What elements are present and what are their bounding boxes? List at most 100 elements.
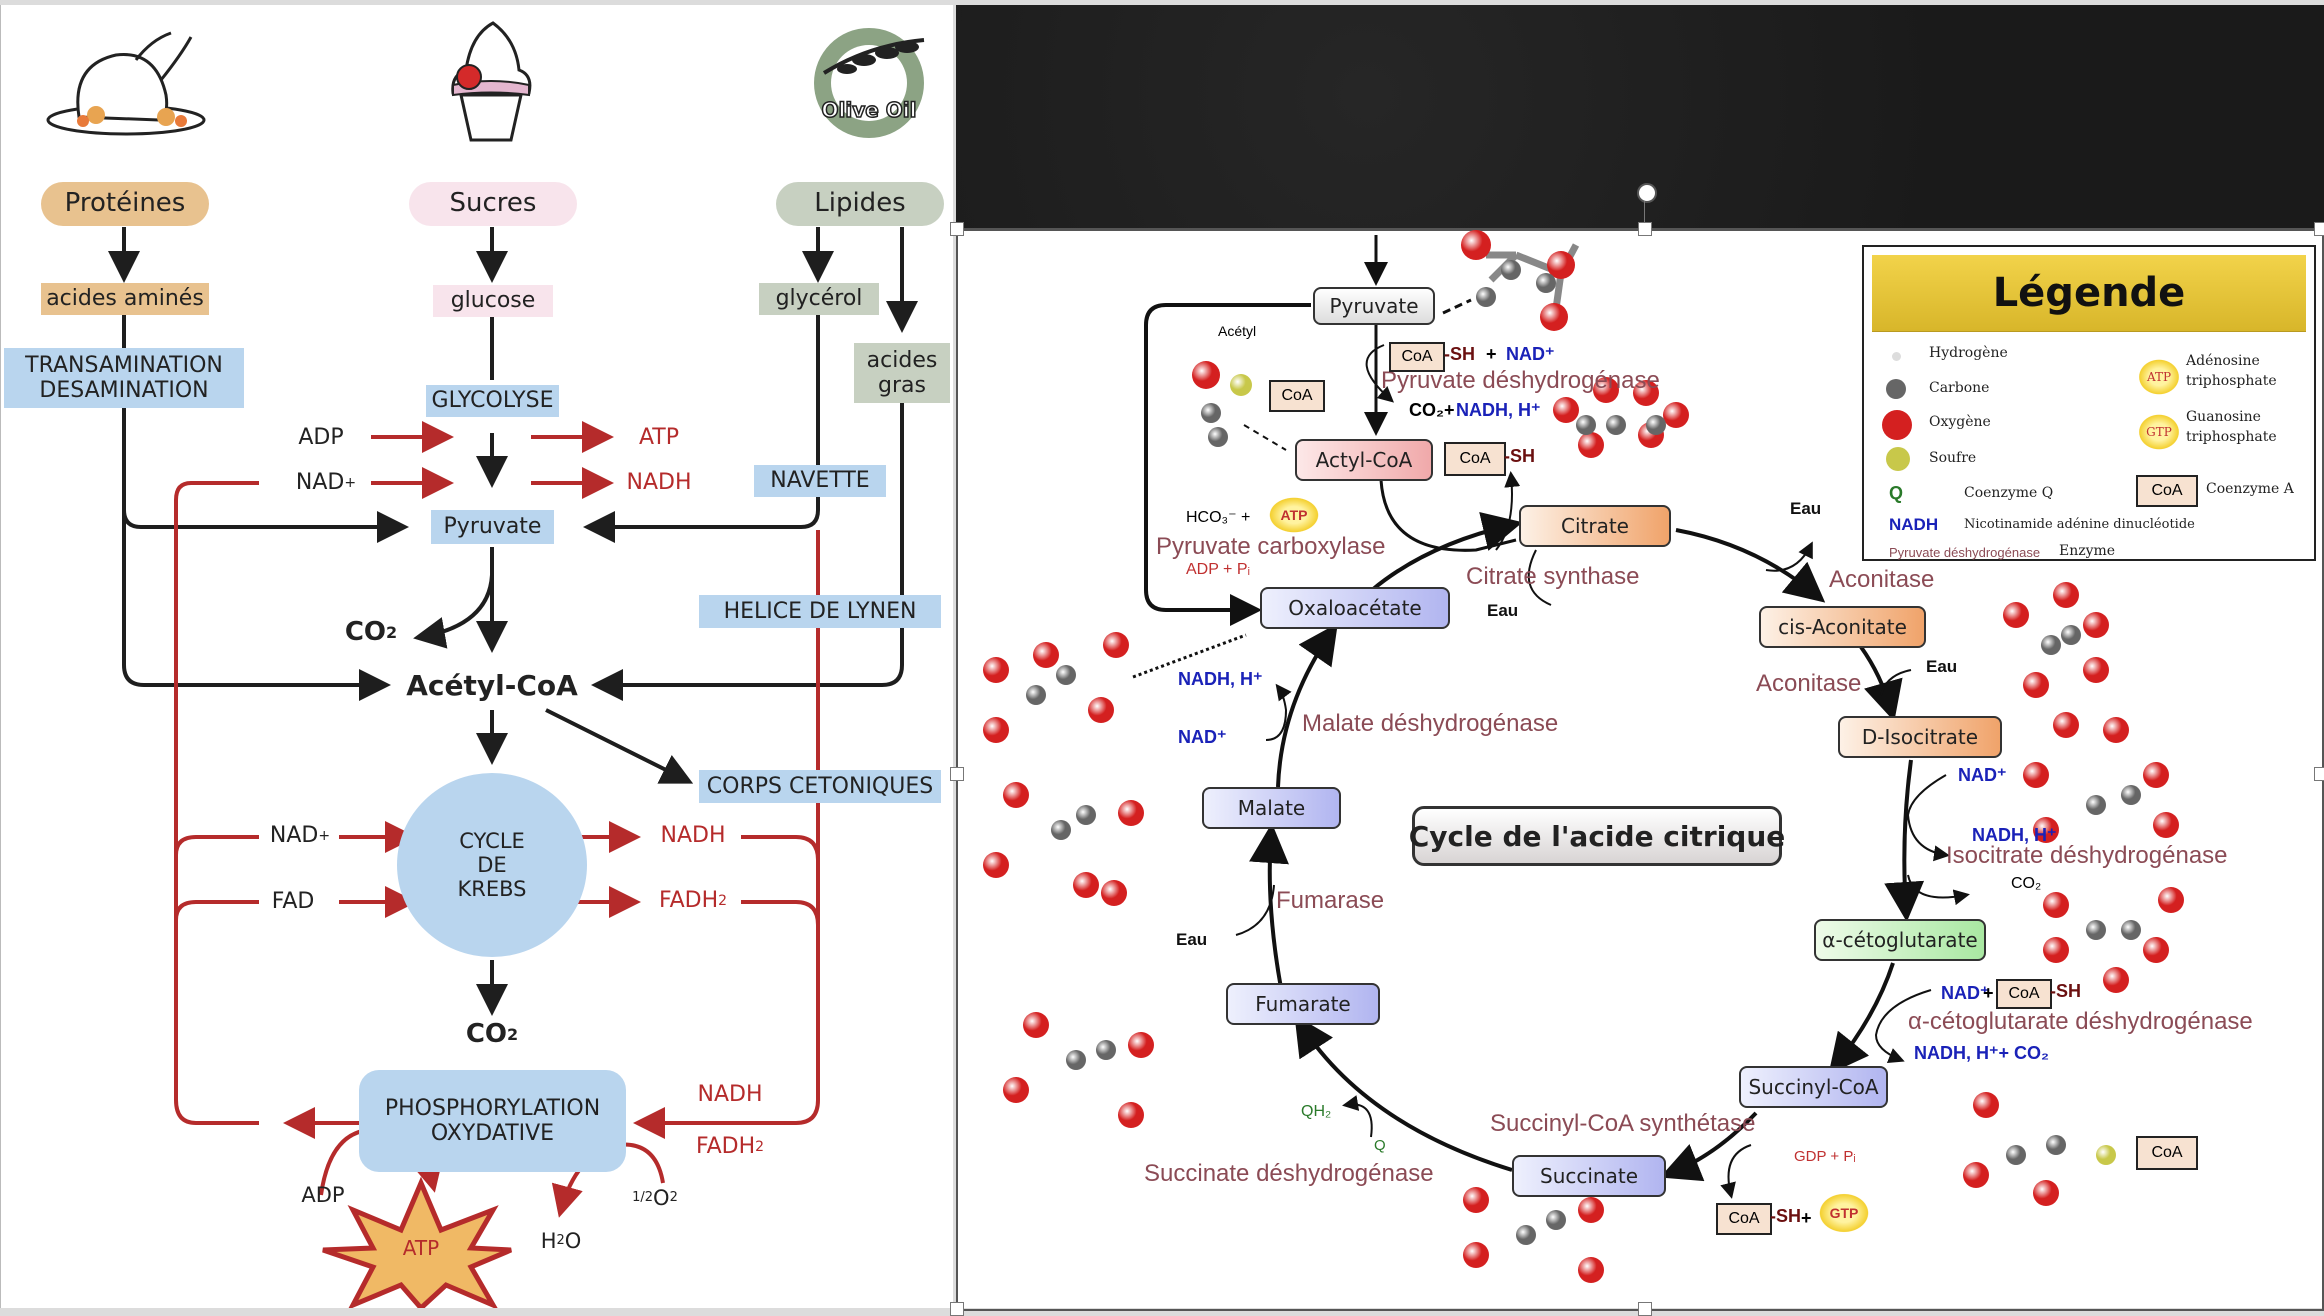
gtp-legend-icon: GTP bbox=[2136, 412, 2182, 452]
arrow-aa-to-acetylcoa bbox=[122, 405, 391, 701]
coa-box-acetyl: CoA bbox=[1269, 380, 1325, 412]
oxygen-atom-icon bbox=[2103, 967, 2129, 993]
coa-box-succinyl: CoA bbox=[2136, 1136, 2198, 1170]
cupcake-icon bbox=[431, 15, 551, 145]
carbon-atom-icon bbox=[1201, 403, 1221, 423]
resize-handle-t[interactable] bbox=[1638, 222, 1652, 236]
pyruvate-box: Pyruvate bbox=[431, 510, 554, 544]
sh-4: -SH bbox=[1770, 1206, 1801, 1226]
sulfur-atom-icon bbox=[2096, 1145, 2116, 1165]
hydrogen-atom-icon bbox=[1892, 352, 1901, 361]
oxygen-atom-icon bbox=[1463, 1242, 1489, 1268]
nad-mdh: NAD⁺ bbox=[1178, 727, 1227, 747]
navette-box: NAVETTE bbox=[754, 465, 886, 497]
metabolite-acetyl-coa: Actyl-CoA bbox=[1295, 439, 1433, 481]
oxygen-atom-icon bbox=[2053, 712, 2079, 738]
glycerol-box: glycérol bbox=[759, 283, 879, 315]
oxygen-atom-icon bbox=[1003, 782, 1029, 808]
resize-handle-tr[interactable] bbox=[2314, 222, 2324, 236]
carbon-atom-icon bbox=[1056, 665, 1076, 685]
oxygen-atom-icon bbox=[1578, 1197, 1604, 1223]
oxygen-atom-icon bbox=[2043, 937, 2069, 963]
oxygen-atom-icon bbox=[2083, 657, 2109, 683]
atp-star-icon: ATP bbox=[1266, 495, 1322, 535]
resize-handle-r[interactable] bbox=[2314, 767, 2324, 781]
roast-chicken-icon bbox=[41, 25, 211, 145]
carbon-atom-icon bbox=[1576, 415, 1596, 435]
eau-citrate-synthase: Eau bbox=[1487, 601, 1519, 620]
metabolite-pyruvate: Pyruvate bbox=[1313, 287, 1435, 325]
helice-de-lynen-box: HELICE DE LYNEN bbox=[699, 595, 941, 628]
oxygen-atom-icon bbox=[1963, 1162, 1989, 1188]
oxygen-atom-icon bbox=[1033, 642, 1059, 668]
oxygen-atom-icon bbox=[1461, 230, 1491, 260]
svg-text:Olive Oil: Olive Oil bbox=[822, 98, 917, 122]
rotate-handle[interactable] bbox=[1637, 183, 1657, 203]
enzyme-malate-dehydrogenase: Malate déshydrogénase bbox=[1302, 710, 1559, 737]
source-proteines: Protéines bbox=[41, 182, 209, 226]
oxygen-atom-icon bbox=[1882, 410, 1912, 440]
coa-box-1: CoA bbox=[1389, 342, 1445, 372]
carbon-atom-icon bbox=[2121, 920, 2141, 940]
qh2: QH₂ bbox=[1301, 1103, 1332, 1120]
oxygen-atom-icon bbox=[1118, 800, 1144, 826]
source-lipides: Lipides bbox=[776, 182, 944, 226]
oxygen-atom-icon bbox=[983, 852, 1009, 878]
nadh-pdh: NADH, H⁺ bbox=[1456, 400, 1541, 420]
oxygen-atom-icon bbox=[1128, 1032, 1154, 1058]
krebs-fad: FAD bbox=[271, 889, 315, 915]
sulfur-atom-icon bbox=[1886, 447, 1910, 471]
carbon-atom-icon bbox=[1208, 427, 1228, 447]
oxygen-atom-icon bbox=[1003, 1077, 1029, 1103]
oxygen-atom-icon bbox=[1973, 1092, 1999, 1118]
oxygen-atom-icon bbox=[1663, 402, 1689, 428]
oxygen-atom-icon bbox=[1553, 397, 1579, 423]
carbon-atom-icon bbox=[2046, 1135, 2066, 1155]
phospho-adp: ADP bbox=[301, 1182, 345, 1207]
co2-idh: CO₂ bbox=[2011, 875, 2042, 892]
oxygen-atom-icon bbox=[1103, 632, 1129, 658]
metabolite-oxaloacetate: Oxaloacétate bbox=[1260, 587, 1450, 629]
source-sucres: Sucres bbox=[409, 182, 577, 226]
glycolyse-nad: NAD+ bbox=[295, 470, 357, 496]
oxygen-atom-icon bbox=[1073, 872, 1099, 898]
citric-acid-cycle-image[interactable]: Pyruvate Actyl-CoA Citrate cis-Aconitate… bbox=[950, 5, 2324, 1316]
metabolite-cis-aconitate: cis-Aconitate bbox=[1759, 606, 1926, 648]
sulfur-atom-icon bbox=[1230, 374, 1252, 396]
oxygen-atom-icon bbox=[1578, 432, 1604, 458]
arrow-acetylcoa-to-corps bbox=[545, 708, 694, 784]
oxygen-atom-icon bbox=[1463, 1187, 1489, 1213]
legend-box: Légende Hydrogène Carbone Oxygène Soufre… bbox=[1862, 245, 2316, 561]
enzyme-aconitase-2: Aconitase bbox=[1756, 670, 1862, 697]
resize-handle-tl[interactable] bbox=[950, 222, 964, 236]
krebs-cycle-circle bbox=[397, 773, 587, 957]
carbon-atom-icon bbox=[1066, 1050, 1086, 1070]
atp-legend-icon: ATP bbox=[2136, 357, 2182, 397]
oxygen-atom-icon bbox=[2033, 817, 2059, 843]
glycolyse-box: GLYCOLYSE bbox=[426, 385, 559, 417]
corps-cetoniques-box: CORPS CETONIQUES bbox=[699, 770, 941, 803]
carbon-atom-icon bbox=[1051, 820, 1071, 840]
oxygen-atom-icon bbox=[2023, 672, 2049, 698]
carbon-atom-icon bbox=[1536, 273, 1556, 293]
coa-box-2: CoA bbox=[1444, 442, 1506, 476]
acides-gras-box: acides gras bbox=[854, 343, 950, 403]
oxygen-atom-icon bbox=[2143, 762, 2169, 788]
krebs-cycle-label: CYCLE DE KREBS bbox=[457, 828, 527, 902]
oxygen-atom-icon bbox=[983, 717, 1009, 743]
carbon-atom-icon bbox=[1096, 1040, 1116, 1060]
oxygen-atom-icon bbox=[2153, 812, 2179, 838]
oxygen-atom-icon bbox=[1633, 380, 1659, 406]
enzyme-succinyl-coa-synthetase: Succinyl-CoA synthétase bbox=[1490, 1110, 1756, 1137]
carbon-atom-icon bbox=[1606, 415, 1626, 435]
enzyme-pyruvate-carboxylase: Pyruvate carboxylase bbox=[1156, 533, 1386, 560]
olive-oil-icon: Olive Oil bbox=[809, 25, 939, 145]
resize-handle-l[interactable] bbox=[950, 767, 964, 781]
carbon-atom-icon bbox=[2121, 785, 2141, 805]
carbon-atom-icon bbox=[2061, 625, 2081, 645]
enzyme-fumarase: Fumarase bbox=[1276, 887, 1385, 914]
carbon-atom-icon bbox=[1501, 260, 1521, 280]
